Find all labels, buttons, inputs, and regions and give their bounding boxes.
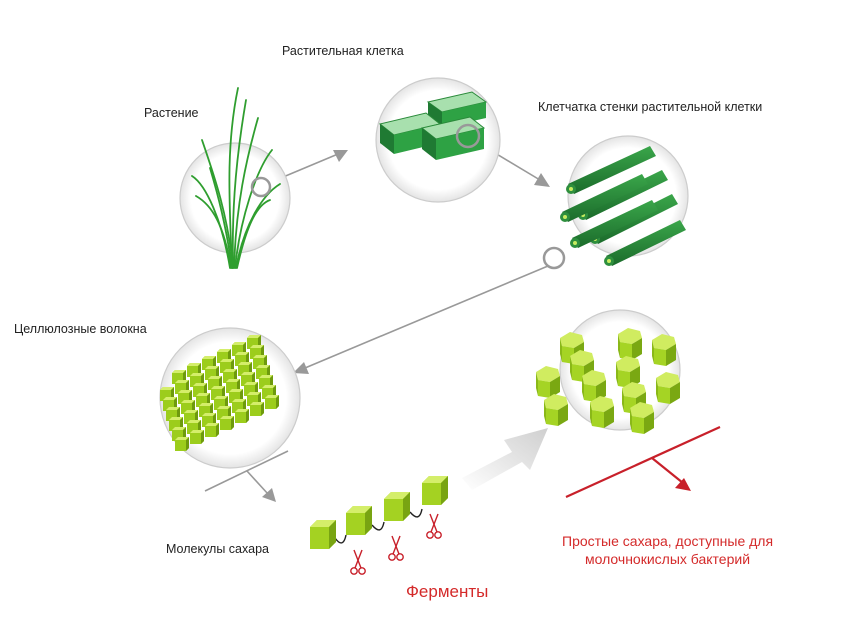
- arrow-fiber-to-cellulose-head: [293, 362, 309, 374]
- cellulose-cube: [205, 423, 219, 437]
- label-simple-sugars-line1: Простые сахара, доступные для: [562, 533, 774, 549]
- grass-icon: [191, 87, 281, 269]
- arrow-plant-to-cell: [275, 153, 339, 181]
- label-simple-sugars: Простые сахара, доступные для молочнокис…: [562, 533, 773, 568]
- scissors-icon: [426, 513, 442, 539]
- sugar-block-2: [346, 506, 372, 535]
- fiber-bundle-circle: [542, 135, 689, 270]
- sugar-block-3: [384, 492, 410, 521]
- cellulose-circle: [159, 327, 301, 469]
- cellulose-cube: [250, 402, 264, 416]
- plant-cell-circle: [375, 77, 501, 203]
- sugar-block-1: [310, 520, 336, 549]
- plant-circle: [179, 87, 291, 269]
- cellulose-cube: [265, 395, 279, 409]
- label-simple-sugars-line2: молочнокислых бактерий: [585, 550, 751, 567]
- simple-sugars-circle: [536, 309, 681, 434]
- label-enzymes: Ферменты: [406, 582, 489, 601]
- arrow-plant-to-cell-head: [333, 150, 348, 162]
- sugar-block-4: [422, 476, 448, 505]
- scissors-icon: [350, 549, 366, 575]
- cellulose-cube: [175, 437, 189, 451]
- label-plant-cell: Растительная клетка: [282, 44, 404, 58]
- cellulose-cube: [235, 409, 249, 423]
- fiber-bundle-icon: [560, 146, 686, 266]
- simple-sugars-pointer: [565, 425, 721, 499]
- label-plant: Растение: [144, 106, 199, 120]
- sugar-molecule-chain: [310, 476, 448, 575]
- label-cellulose-fibers: Целлюлозные волокна: [14, 322, 147, 336]
- label-sugar-molecules: Молекулы сахара: [166, 542, 269, 556]
- cellulose-cube: [220, 416, 234, 430]
- arrow-cell-to-fiber-head: [534, 173, 550, 187]
- arrow-cellulose-to-sugar-head: [262, 488, 276, 502]
- big-progress-arrow: [462, 428, 548, 490]
- label-cell-wall-fiber: Клетчатка стенки растительной клетки: [538, 100, 763, 114]
- arrow-cellulose-to-sugar: [246, 470, 269, 495]
- scissors-icon: [388, 535, 404, 561]
- cellulose-cut-line: [204, 450, 289, 492]
- cellulose-cube: [190, 430, 204, 444]
- arrow-fiber-to-cellulose: [304, 265, 549, 369]
